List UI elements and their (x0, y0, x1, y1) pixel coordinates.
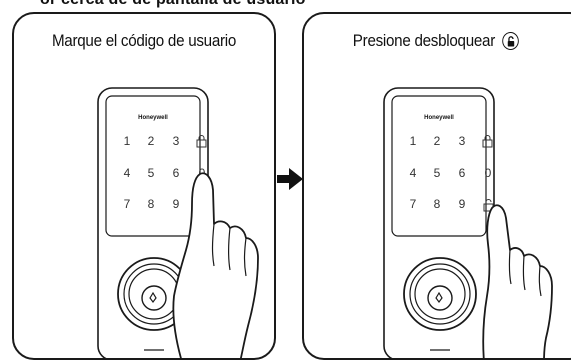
panel-title-text: Marque el código de usuario (51, 32, 237, 50)
key-4: 4 (124, 166, 131, 180)
brand-logo: Honeywell (424, 115, 454, 121)
key-5: 5 (434, 166, 441, 180)
step-panel-unlock: Presione desbloquear Honeywell 1 2 3 4 5… (302, 12, 571, 360)
key-6: 6 (173, 166, 180, 180)
keyhole (149, 291, 157, 303)
key-6: 6 (459, 166, 466, 180)
unlock-icon (502, 32, 520, 50)
key-cylinder (141, 285, 167, 311)
key-2: 2 (434, 134, 441, 148)
panel-title: Marque el código de usuario (24, 32, 263, 51)
key-7: 7 (410, 197, 417, 211)
keypad-panel (391, 95, 487, 237)
lock-illustration: Honeywell 1 2 3 4 5 6 0 7 8 9 (97, 87, 259, 358)
hand-pointing (172, 172, 259, 358)
key-0: 0 (485, 166, 492, 180)
step-panel-enter-code: Marque el código de usuario Honeywell 1 … (12, 12, 276, 360)
key-4: 4 (410, 166, 417, 180)
key-3: 3 (173, 134, 180, 148)
key-8: 8 (434, 197, 441, 211)
lock-illustration: Honeywell 1 2 3 4 5 6 0 7 8 9 (383, 87, 553, 358)
key-8: 8 (148, 197, 155, 211)
right-arrow-icon (277, 168, 303, 190)
keypad-panel (105, 95, 201, 237)
key-cylinder (427, 285, 453, 311)
deadbolt-ring-outer (403, 257, 477, 331)
brand-logo: Honeywell (138, 115, 168, 121)
panel-title: Presione desbloquear (315, 32, 558, 51)
key-1: 1 (410, 134, 417, 148)
key-9: 9 (459, 197, 466, 211)
key-5: 5 (148, 166, 155, 180)
key-2: 2 (148, 134, 155, 148)
cropped-header: or cerca de de pantalla de usuario (0, 0, 571, 11)
key-9: 9 (173, 197, 180, 211)
key-7: 7 (124, 197, 131, 211)
keyhole (435, 291, 443, 303)
panel-title-text: Presione desbloquear (352, 32, 495, 50)
key-1: 1 (124, 134, 131, 148)
key-3: 3 (459, 134, 466, 148)
padlock-icon (196, 135, 207, 148)
hand-pointing (482, 204, 553, 358)
padlock-icon (482, 135, 493, 148)
cropped-header-text: or cerca de de pantalla de usuario (40, 0, 306, 9)
